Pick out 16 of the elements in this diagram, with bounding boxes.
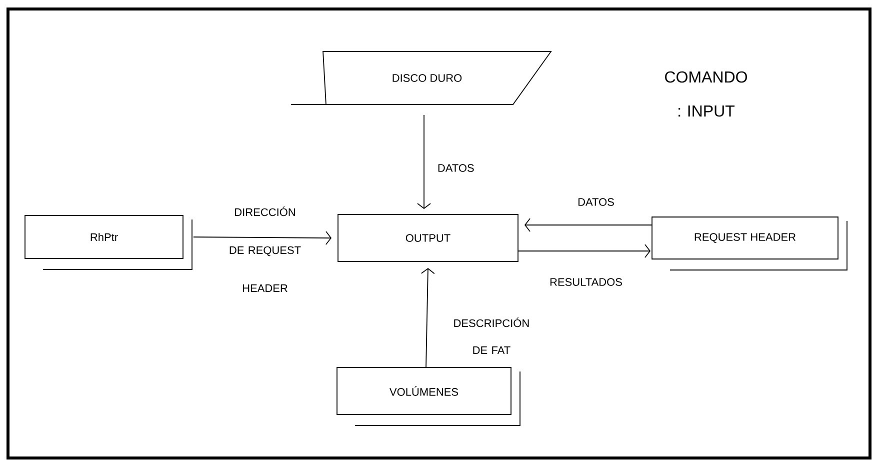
process-box: VOLÚMENES	[336, 367, 520, 426]
edge-label: DATOS	[438, 164, 474, 172]
arrow	[417, 114, 431, 210]
process-box: RhPtr	[24, 215, 192, 270]
arrow	[420, 268, 435, 368]
edge-label: DESCRIPCIÓN DE FAT	[454, 317, 529, 354]
arrow	[193, 231, 332, 245]
arrow	[524, 218, 652, 232]
edge-label: DIRECCIÓN DE REQUEST HEADER	[230, 206, 301, 292]
edge-label: DATOS	[578, 198, 614, 206]
arrow	[518, 244, 651, 258]
title: COMANDO : INPUT	[665, 71, 748, 117]
disk-parallelogram: DISCO DURO	[290, 51, 552, 105]
edge-label: RESULTADOS	[550, 278, 622, 286]
process-box: OUTPUT	[338, 214, 518, 262]
process-box: REQUEST HEADER	[652, 216, 848, 270]
